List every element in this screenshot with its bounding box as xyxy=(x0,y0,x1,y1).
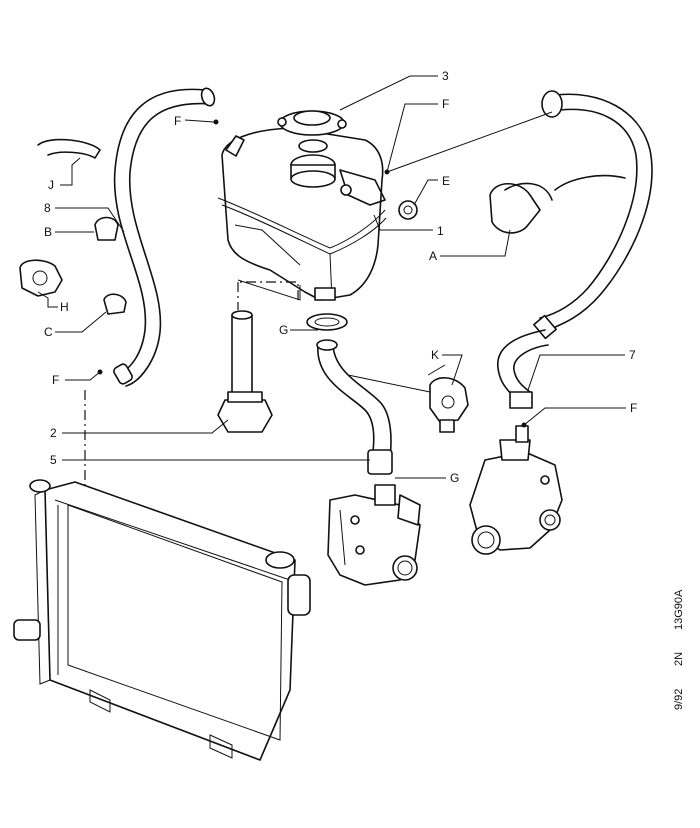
clip-G-upper xyxy=(306,313,348,351)
label-G-lower: G xyxy=(450,471,459,485)
hose-7 xyxy=(497,329,549,409)
label-K: K xyxy=(431,348,439,362)
stamp-code: 2N xyxy=(673,652,685,666)
assembly-center-lines xyxy=(84,281,299,488)
label-F-top: F xyxy=(442,97,449,111)
label-7: 7 xyxy=(629,348,636,362)
clip-E xyxy=(398,200,418,220)
label-5: 5 xyxy=(50,453,57,467)
leader-lines xyxy=(37,75,626,479)
clip-B xyxy=(94,216,119,241)
label-F-mid: F xyxy=(52,373,59,387)
upper-right-hose xyxy=(533,90,653,340)
label-3: 3 xyxy=(442,69,449,83)
clip-K xyxy=(429,377,469,433)
label-1: 1 xyxy=(437,224,444,238)
stamp-date: 9/92 xyxy=(673,689,685,710)
dip-tube xyxy=(217,279,301,433)
radiator xyxy=(13,479,311,761)
label-8: 8 xyxy=(44,201,51,215)
clip-A xyxy=(489,174,626,234)
label-H: H xyxy=(60,300,69,314)
label-E: E xyxy=(442,174,450,188)
label-F-right: F xyxy=(630,401,637,415)
reference-stamp: 13G90A 2N 9/92 xyxy=(673,589,685,710)
hose-8 xyxy=(113,87,216,387)
pressure-cap xyxy=(277,110,347,153)
clip-J xyxy=(37,138,101,159)
label-2: 2 xyxy=(50,426,57,440)
label-B: B xyxy=(44,225,52,239)
clip-C xyxy=(103,293,127,315)
stamp-ref: 13G90A xyxy=(673,589,685,630)
label-G-upper: G xyxy=(279,323,288,337)
thermostat-housing-right xyxy=(469,425,563,555)
expansion-tank xyxy=(217,127,387,301)
part-labels: 3 F F E 1 A J 8 B H C F G K 7 F 2 5 G xyxy=(44,69,637,485)
hose-5 xyxy=(317,341,393,475)
label-J: J xyxy=(48,178,54,192)
label-A: A xyxy=(429,249,437,263)
thermostat-housing-left xyxy=(327,484,421,586)
clip-H xyxy=(19,259,63,297)
label-F-left: F xyxy=(174,114,181,128)
label-C: C xyxy=(44,325,53,339)
